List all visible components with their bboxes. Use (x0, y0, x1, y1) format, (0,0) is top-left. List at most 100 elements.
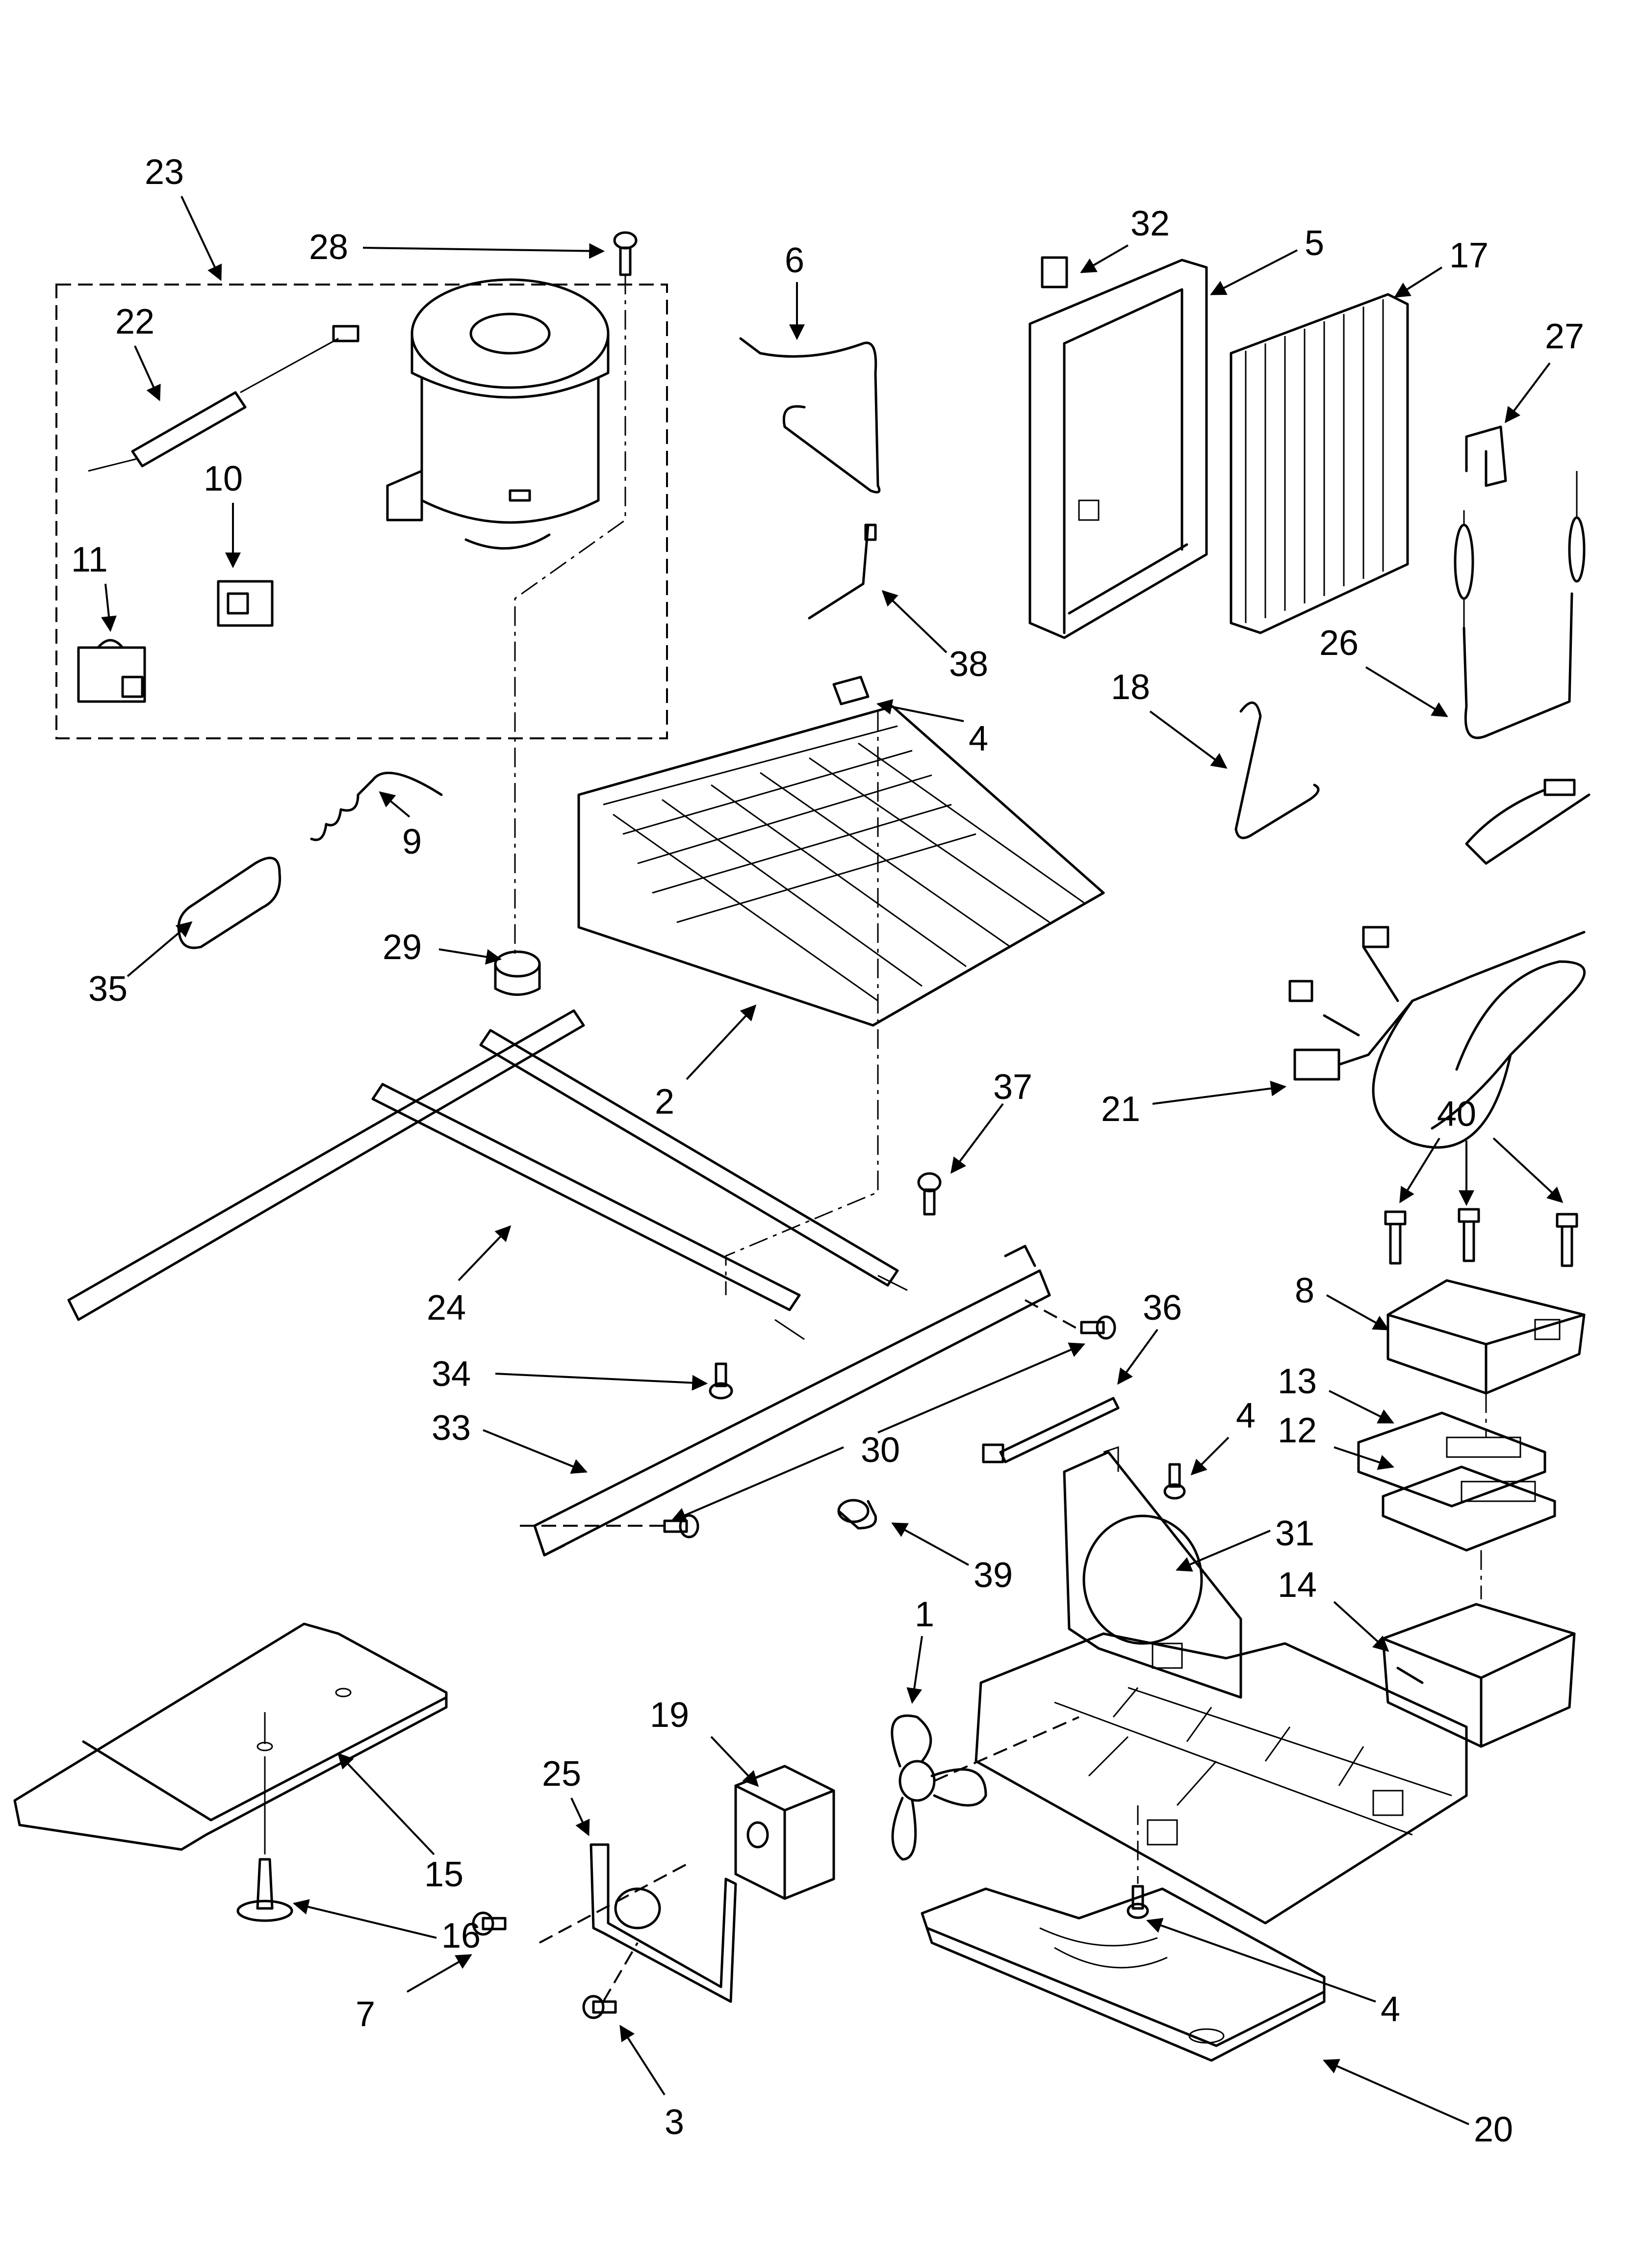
callout-12: 12 (1278, 1411, 1317, 1450)
leader-25 (570, 1798, 590, 1836)
control-board-13-icon (1357, 1411, 1546, 1508)
grommet-29-icon (494, 950, 541, 996)
leader-19 (710, 1736, 759, 1787)
callout-4-mid: 4 (1236, 1396, 1256, 1435)
callout-8: 8 (1295, 1271, 1314, 1310)
callout-14: 14 (1278, 1565, 1317, 1605)
callout-15: 15 (424, 1855, 463, 1894)
callout-22: 22 (115, 302, 154, 341)
screw-4-bottom-icon (1127, 1805, 1149, 1919)
insulation-35-icon (177, 857, 282, 949)
compressor-centerline (514, 275, 626, 957)
leader-20 (1323, 2059, 1469, 2125)
callout-27: 27 (1545, 317, 1584, 356)
drain-pan-20-icon (921, 1887, 1326, 2062)
leader-30-a (670, 1446, 844, 1523)
screws-30-icon (663, 1315, 1116, 1538)
leader-40-a (1399, 1137, 1440, 1203)
compressor-kit-boundary (55, 284, 668, 739)
tube-38-icon (808, 523, 877, 620)
leader-26 (1365, 666, 1448, 717)
leader-12 (1334, 1446, 1395, 1470)
control-box-14-icon (1382, 1603, 1576, 1748)
leader-9 (379, 791, 410, 818)
leader-39 (891, 1522, 969, 1566)
leader-21 (1152, 1080, 1287, 1105)
clip-27-icon (1465, 425, 1507, 487)
screws-40-icon (1384, 1208, 1578, 1267)
leader-23 (180, 196, 222, 281)
callout-18: 18 (1111, 668, 1150, 707)
callout-1: 1 (915, 1595, 934, 1634)
callout-9: 9 (402, 822, 422, 861)
leader-24 (458, 1225, 512, 1281)
fan-motor-19-icon (734, 1765, 835, 1900)
callout-25: 25 (542, 1754, 581, 1794)
callout-4-top: 4 (969, 719, 988, 758)
screw-37-icon (917, 1172, 942, 1216)
leader-30-b (877, 1342, 1085, 1434)
callout-33: 33 (432, 1408, 471, 1448)
callout-24: 24 (427, 1288, 466, 1328)
callout-28: 28 (309, 228, 348, 267)
callout-38: 38 (949, 645, 988, 684)
leader-37 (950, 1103, 1004, 1174)
callout-39: 39 (974, 1556, 1013, 1595)
leader-32 (1080, 244, 1129, 273)
callout-35: 35 (88, 969, 128, 1009)
callout-10: 10 (204, 459, 243, 498)
leader-27 (1505, 362, 1551, 423)
callout-13: 13 (1278, 1362, 1317, 1401)
callout-40: 40 (1437, 1095, 1476, 1134)
callout-7: 7 (356, 1995, 375, 2034)
screw-3-icon (582, 1942, 639, 2019)
screw-28-icon (613, 231, 638, 276)
fan-blade-1-icon (891, 1714, 1079, 1861)
leader-40-c (1492, 1137, 1564, 1203)
control-cover-8-icon (1386, 1279, 1586, 1395)
leader-13 (1329, 1390, 1394, 1424)
wire-9-icon (310, 772, 443, 841)
relay-cover-11-icon (77, 639, 146, 703)
leader-36 (1117, 1329, 1158, 1385)
callout-11: 11 (71, 540, 108, 579)
leader-4-mid (1190, 1436, 1230, 1476)
leader-3 (619, 2025, 666, 2096)
clip-4-icon (832, 676, 870, 705)
base-pan-icon (975, 1632, 1468, 1925)
callout-19: 19 (650, 1695, 689, 1735)
fan-shroud-31-icon (1063, 1446, 1242, 1699)
leader-11 (101, 583, 117, 632)
callout-34: 34 (432, 1355, 471, 1394)
leader-17 (1394, 266, 1443, 298)
screw-4-mid-icon (1163, 1463, 1186, 1500)
callout-30: 30 (861, 1431, 900, 1470)
callout-3: 3 (665, 2103, 684, 2142)
leader-15 (337, 1752, 435, 1855)
leader-1 (906, 1636, 923, 1704)
callout-23: 23 (145, 153, 184, 192)
grommet-39-icon (837, 1499, 877, 1530)
wiring-harness-21-icon (1288, 779, 1591, 1149)
callout-17: 17 (1449, 236, 1488, 275)
leader-35 (127, 921, 193, 977)
fastener-16-icon (236, 1858, 293, 1922)
condenser-2-icon (577, 705, 1105, 1027)
wire-18-icon (1234, 701, 1320, 839)
leader-28 (362, 243, 605, 259)
start-device-22-icon (88, 325, 359, 472)
leader-8 (1326, 1294, 1389, 1330)
screw-7-icon (472, 1911, 507, 1936)
motor-bracket-25-icon (539, 1843, 737, 2003)
cable-tie-36-icon (982, 1397, 1120, 1463)
screw-34-icon (709, 1362, 733, 1400)
leader-33 (483, 1429, 588, 1474)
rail-24-icon (67, 1009, 908, 1340)
callout-29: 29 (383, 928, 422, 967)
evaporator-coil-17-icon (1230, 293, 1409, 634)
control-board-12-icon (1382, 1465, 1556, 1552)
leader-22 (134, 345, 161, 401)
bracket-33-icon (520, 1245, 1051, 1557)
callout-26: 26 (1319, 624, 1359, 663)
